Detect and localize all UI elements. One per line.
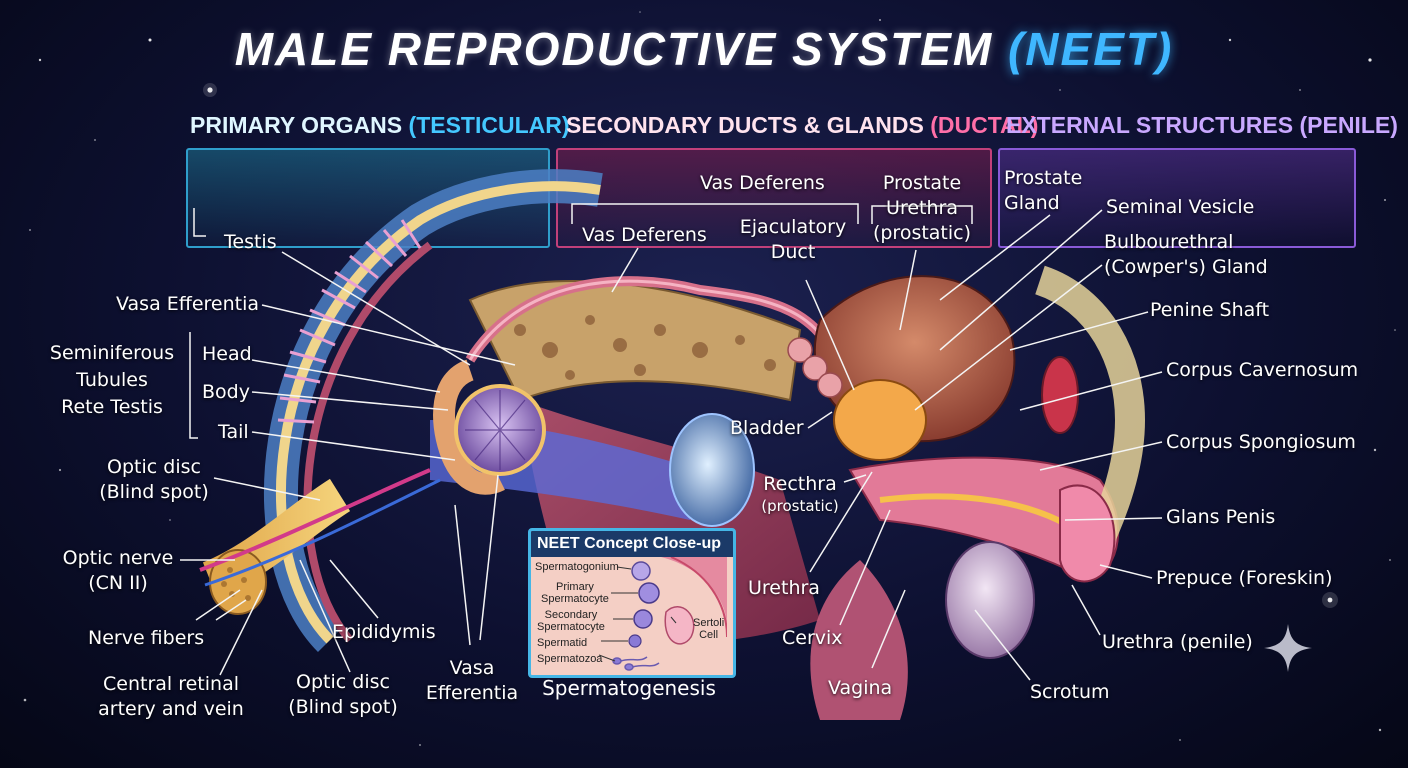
label-prostate-gland: Prostate Gland: [1004, 166, 1082, 216]
label-ejaculatory-2: Duct: [770, 241, 816, 263]
spermatogenesis-illustration: [598, 557, 727, 671]
neet-caption-spermatogenesis: Spermatogenesis: [542, 676, 716, 700]
label-central-retinal-2: artery and vein: [98, 698, 244, 720]
label-body: Body: [202, 381, 250, 403]
neet-label-sertoli: Sertoli Cell: [693, 617, 724, 641]
neet-label-primary-2: Spermatocyte: [541, 593, 609, 605]
label-glans-penis: Glans Penis: [1166, 506, 1276, 528]
label-ejaculatory-1: Ejaculatory: [739, 216, 847, 238]
neet-closeup-header: NEET Concept Close-up: [531, 531, 733, 557]
section-secondary-label: SECONDARY DUCTS & GLANDS: [566, 112, 924, 138]
label-optic-nerve-1: Optic nerve: [62, 547, 174, 569]
label-head: Head: [202, 343, 252, 365]
label-seminiferous: Seminiferous: [49, 342, 175, 364]
neet-label-secondary: Secondary Spermatocyte: [537, 609, 605, 633]
section-secondary-heading: SECONDARY DUCTS & GLANDS (DUCTAL): [566, 112, 1038, 139]
label-central-retinal-1: Central retinal: [103, 673, 239, 695]
neet-label-spermatid: Spermatid: [537, 637, 588, 649]
label-prostate-urethra-2: Urethra: [886, 197, 958, 219]
label-prostate-urethra-1: Prostate: [882, 172, 962, 194]
section-external-heading: EXTERNAL STRUCTURES (PENILE): [1006, 112, 1398, 138]
label-optic-disc-left-2: (Blind spot): [99, 481, 209, 503]
label-prepuce: Prepuce (Foreskin): [1156, 567, 1333, 589]
neet-label-primary: Primary Spermatocyte: [541, 581, 609, 605]
panel-secondary: [556, 148, 992, 248]
label-tubules: Tubules: [76, 369, 148, 391]
neet-label-spermatozoa: Spermatozoa: [537, 653, 603, 665]
label-optic-disc-bottom-1: Optic disc: [296, 671, 390, 693]
label-optic-disc-left: Optic disc (Blind spot): [84, 455, 224, 505]
label-vasa-efferentia-bottom: Vasa Efferentia: [418, 656, 526, 706]
label-optic-disc-left-1: Optic disc: [107, 456, 201, 478]
section-primary-heading: PRIMARY ORGANS (TESTICULAR): [190, 112, 570, 139]
label-vagina: Vagina: [828, 677, 893, 699]
label-prostate-gland-2: Gland: [1004, 192, 1060, 214]
label-optic-nerve-2: (CN II): [88, 572, 148, 594]
neet-label-spermatogonium: Spermatogonium: [535, 561, 619, 573]
title-main: MALE REPRODUCTIVE SYSTEM: [234, 23, 994, 75]
section-primary-label: PRIMARY ORGANS: [190, 112, 403, 138]
label-vas-deferens-left: Vas Deferens: [582, 224, 707, 246]
label-bladder: Bladder: [730, 417, 804, 439]
label-vasa-bottom-1: Vasa: [449, 657, 495, 679]
label-bulbourethral: Bulbourethral (Cowper's) Gland: [1104, 230, 1268, 280]
sparkle-icon: [1264, 624, 1312, 672]
label-prostate-urethra: Prostate Urethra (prostatic): [862, 171, 982, 246]
label-corpus-spongiosum: Corpus Spongiosum: [1166, 431, 1356, 453]
panel-external: [998, 148, 1356, 248]
neet-label-sertoli-2: Cell: [699, 629, 719, 641]
label-optic-nerve: Optic nerve (CN II): [48, 546, 188, 596]
label-prostate-gland-1: Prostate: [1004, 167, 1083, 189]
neet-label-primary-1: Primary: [555, 581, 594, 593]
label-ejaculatory-duct: Ejaculatory Duct: [730, 215, 856, 265]
page-title: MALE REPRODUCTIVE SYSTEM (NEET): [0, 22, 1408, 76]
label-seminal-vesicle: Seminal Vesicle: [1106, 196, 1255, 218]
label-optic-disc-bottom-2: (Blind spot): [288, 696, 398, 718]
label-rete-testis: Rete Testis: [61, 396, 163, 418]
title-accent: (NEET): [1007, 23, 1174, 75]
neet-label-secondary-2: Spermatocyte: [537, 621, 605, 633]
label-tail: Tail: [218, 421, 249, 443]
label-vasa-bottom-2: Efferentia: [425, 682, 519, 704]
section-primary-accent: (TESTICULAR): [408, 112, 570, 138]
label-epididymis: Epididymis: [332, 621, 436, 643]
label-corpus-cavernosum: Corpus Cavernosum: [1166, 359, 1359, 381]
label-bulbourethral-1: Bulbourethral: [1104, 231, 1234, 253]
label-urethra-penile: Urethra (penile): [1102, 631, 1253, 653]
label-recthra: Recthra (prostatic): [754, 472, 846, 516]
label-vasa-efferentia-top: Vasa Efferentia: [116, 293, 260, 315]
label-scrotum: Scrotum: [1030, 681, 1110, 703]
label-recthra-1: Recthra: [763, 473, 837, 495]
label-seminiferous-group: Seminiferous Tubules Rete Testis: [44, 340, 180, 421]
neet-label-secondary-1: Secondary: [544, 609, 598, 621]
neet-closeup-panel: NEET Concept Close-up Spermatogonium Pri…: [528, 528, 736, 678]
label-central-retinal: Central retinal artery and vein: [86, 672, 256, 722]
label-urethra: Urethra: [748, 577, 820, 599]
label-prostate-urethra-3: (prostatic): [872, 222, 972, 244]
neet-label-sertoli-1: Sertoli: [693, 617, 725, 629]
label-bulbourethral-2: (Cowper's) Gland: [1104, 256, 1268, 278]
label-testis: Testis: [224, 231, 277, 253]
label-cervix: Cervix: [782, 627, 843, 649]
label-vas-deferens-top: Vas Deferens: [700, 172, 825, 194]
label-recthra-2: (prostatic): [761, 497, 839, 515]
label-nerve-fibers: Nerve fibers: [88, 627, 205, 649]
label-penine-shaft: Penine Shaft: [1150, 299, 1270, 321]
section-secondary-accent: (DUCTAL): [930, 112, 1039, 138]
label-optic-disc-bottom: Optic disc (Blind spot): [276, 670, 410, 720]
